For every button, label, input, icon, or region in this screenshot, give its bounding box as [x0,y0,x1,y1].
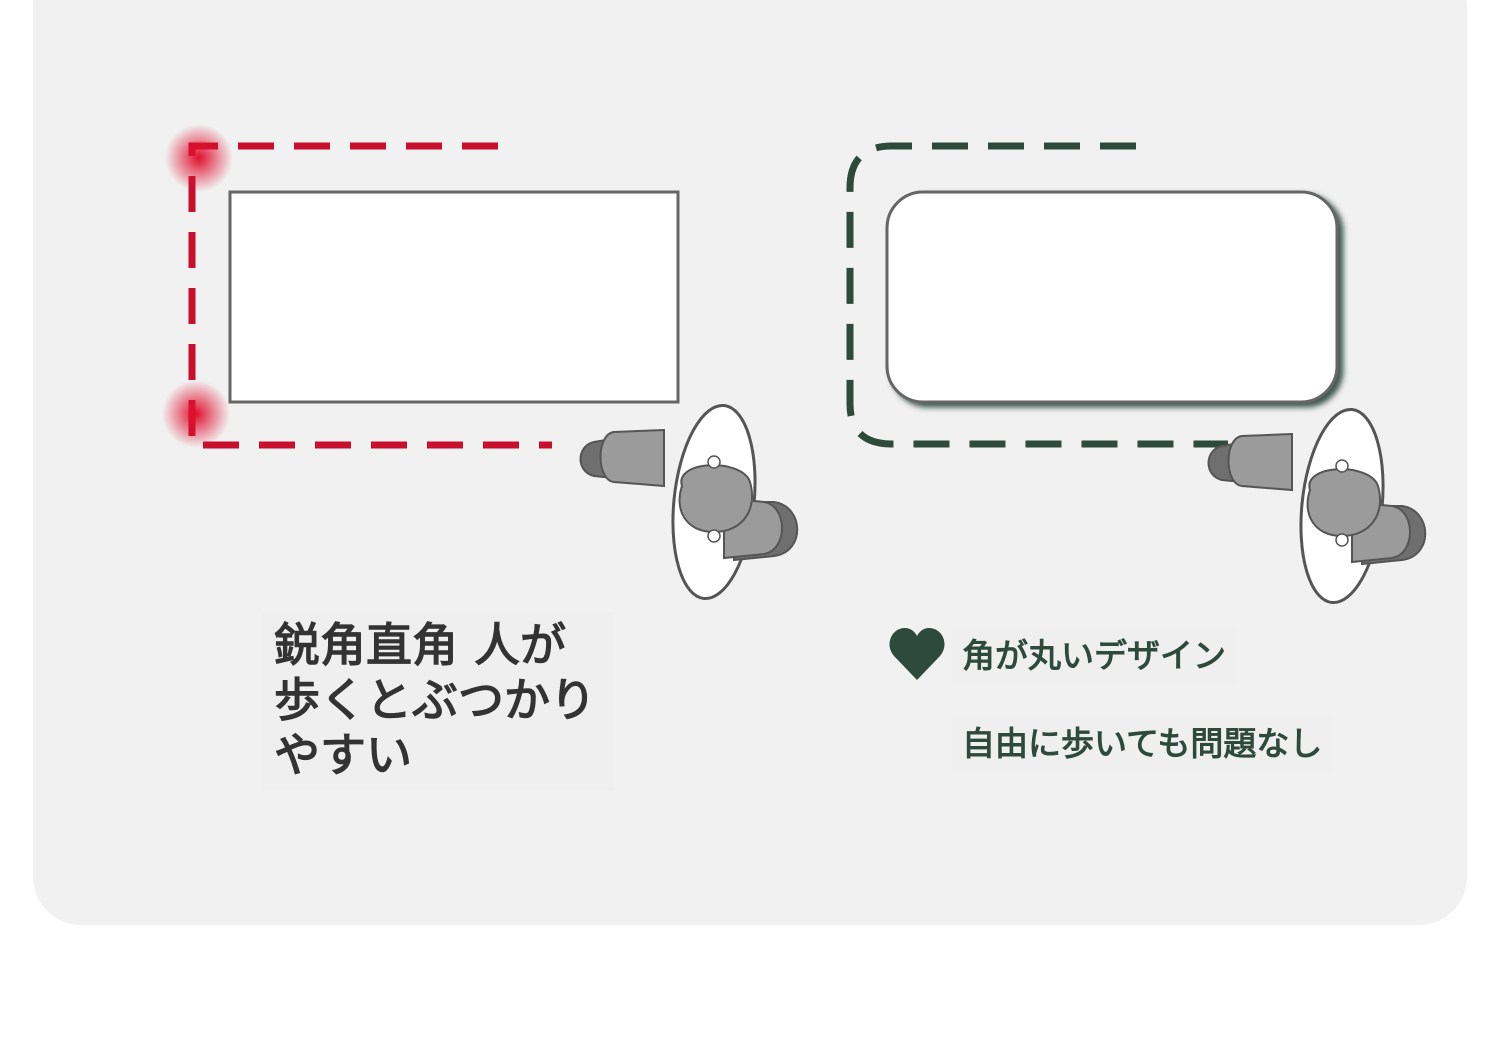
person-figure-icon [1207,403,1427,609]
sharp-corner-furniture [228,190,680,404]
rounded-corner-caption-line2: 自由に歩いても問題なし [952,716,1333,772]
rounded-corner-furniture [885,190,1339,404]
rounded-corner-panel [846,142,1427,609]
sharp-corner-caption: 鋭角直角 人が歩くとぶつかりやすい [262,612,614,791]
person-figure-icon [579,399,799,605]
collision-point-bottom-icon [162,380,230,448]
sharp-walking-path [188,142,552,449]
sharp-corner-panel [162,124,799,605]
collision-point-top-icon [165,124,233,192]
heart-icon [889,628,945,680]
rounded-walking-path [846,142,1228,448]
rounded-corner-caption-line1: 角が丸いデザイン [952,628,1236,684]
